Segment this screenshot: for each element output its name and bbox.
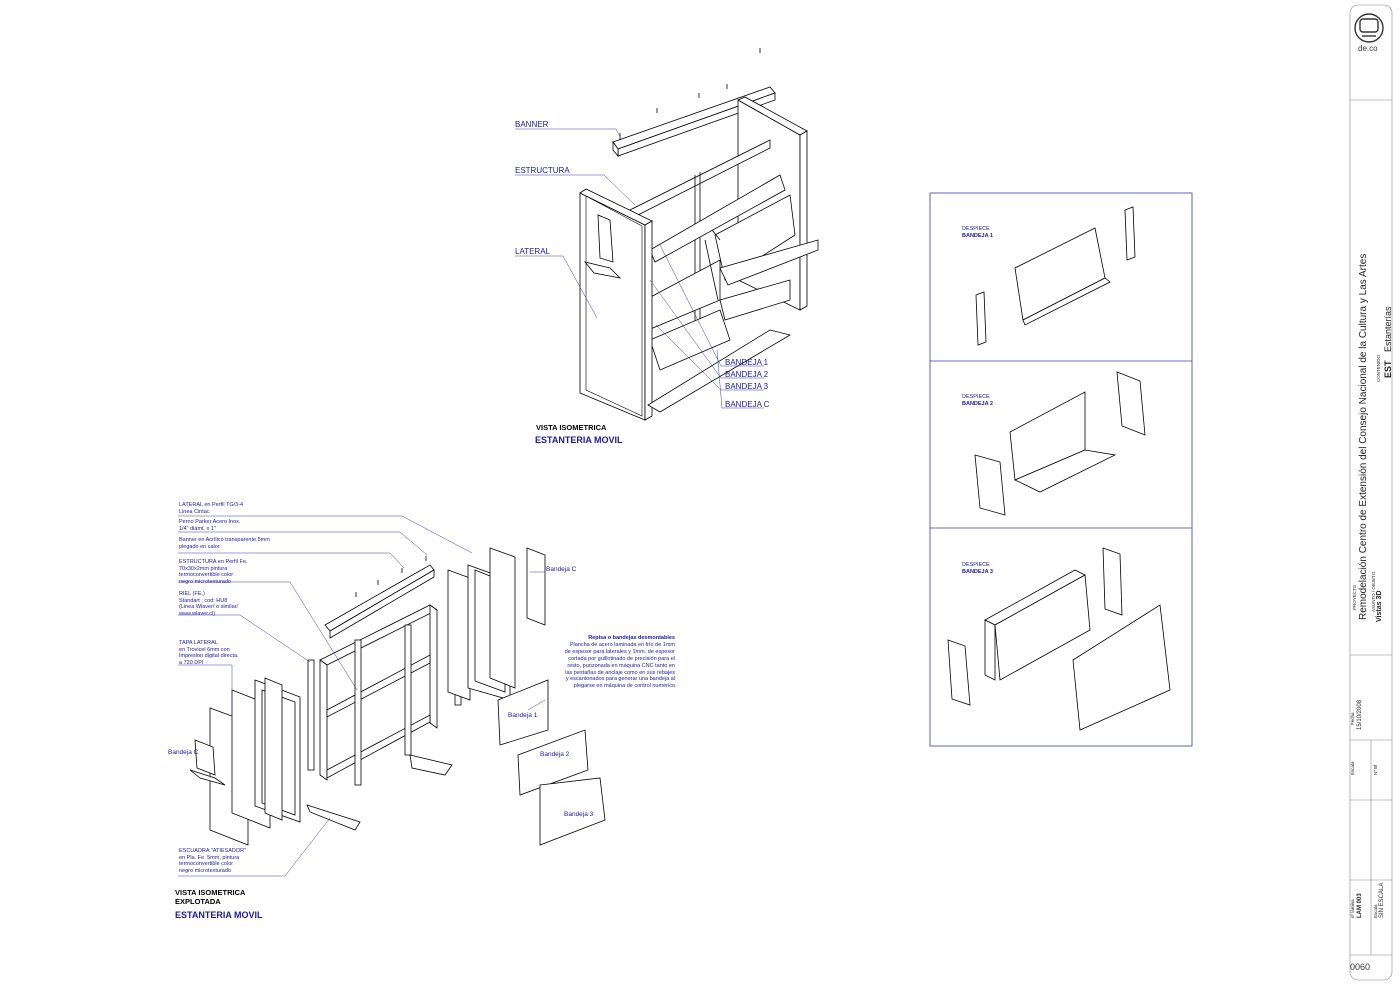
spec-escuadra: ESCUADRA "ATIESADOR" en Pla. Fe. 5mm, pi… — [179, 848, 247, 874]
despiece-panel — [929, 192, 1193, 747]
nbf-label: Nº Bf — [1373, 764, 1378, 775]
contenido-name: Estanterías — [1383, 306, 1393, 352]
escala-label: Escala — [1350, 761, 1355, 775]
despiece-1-name: BANDEJA 1 — [962, 233, 993, 239]
part-bandeja-1: Bandeja 1 — [508, 712, 538, 719]
despiece-1-kind: DESPIECE — [962, 226, 990, 232]
spec-riel: RIEL (FE.) Standart ; cod: HU8 (Linea Wl… — [179, 591, 238, 617]
spec-perno: Perno Parker Acero Inox. 1/4" diámt. x 1… — [179, 519, 241, 532]
escala-label-2: Escala — [1373, 904, 1378, 918]
iso-view-title: ESTANTERIA MOVIL — [535, 435, 623, 445]
despiece-2-name: BANDEJA 2 — [962, 401, 993, 407]
asunto-value: Vistas 3D — [1376, 590, 1383, 622]
contenido-label: CONTENIDO — [1376, 355, 1381, 382]
iso-shelf-drawing — [579, 48, 819, 421]
spec-estructura: ESTRUCTURA en Perfil Fe. 70x30x2mm pintu… — [179, 559, 248, 585]
label-bandeja-3: BANDEJA 3 — [725, 382, 769, 391]
despiece-3-name: BANDEJA 3 — [962, 569, 993, 575]
iso-leaders — [515, 128, 764, 409]
part-bandeja-c-left: Bandeja C — [168, 749, 199, 756]
lamina-value: LAM 003 — [1357, 893, 1363, 918]
label-bandeja-c: BANDEJA C — [725, 400, 770, 409]
iso-view-kind: VISTA ISOMETRICA — [536, 423, 607, 432]
label-banner: BANNER — [515, 120, 549, 129]
sheet-number: 0060 — [1350, 962, 1371, 972]
spec-lateral: LATERAL en Perfil TG/3-4 Linea Cintac — [179, 502, 244, 515]
label-estructura: ESTRUCTURA — [515, 166, 570, 175]
project-name: Remodelación Centro de Extensión del Con… — [1358, 253, 1369, 620]
part-bandeja-c-right: Bandeja C — [546, 566, 577, 573]
label-bandeja-2: BANDEJA 2 — [725, 370, 769, 379]
spec-tapa-lateral: TAPA LATERAL en Trovicel 6mm con Impresi… — [179, 640, 239, 666]
exploded-view-title: ESTANTERIA MOVIL — [175, 910, 263, 920]
part-bandeja-3: Bandeja 3 — [564, 811, 594, 818]
proyecto-label: PROYECTO — [1352, 584, 1357, 610]
label-bandeja-1: BANDEJA 1 — [725, 358, 769, 367]
fecha-value: 15/10/2008 — [1357, 699, 1363, 730]
despiece-2-kind: DESPIECE — [962, 394, 990, 400]
note-title: Repisa o bandejas desmontables — [588, 635, 675, 641]
title-block-frame — [1349, 4, 1393, 981]
part-bandeja-2: Bandeja 2 — [540, 751, 570, 758]
lamina-label: nº lámina — [1350, 899, 1355, 918]
despiece-3-kind: DESPIECE — [962, 562, 990, 568]
label-lateral: LATERAL — [515, 247, 550, 256]
fecha-label: Fecha — [1350, 712, 1355, 725]
spec-banner: Banner en Acrílico transparente 5mm pleg… — [179, 537, 270, 550]
contenido-code: EST — [1383, 360, 1393, 378]
exploded-shelf-drawing — [189, 547, 606, 846]
logo-text: de.co — [1358, 44, 1378, 53]
exploded-view-kind: VISTA ISOMETRICA EXPLOTADA — [175, 888, 246, 906]
logo-mark — [1354, 13, 1384, 43]
escala-value: SIN ESCALA — [1379, 882, 1385, 918]
exploded-leaders — [178, 515, 546, 877]
note-body: Plancha de acero laminada en frío de 1mm… — [564, 642, 675, 690]
